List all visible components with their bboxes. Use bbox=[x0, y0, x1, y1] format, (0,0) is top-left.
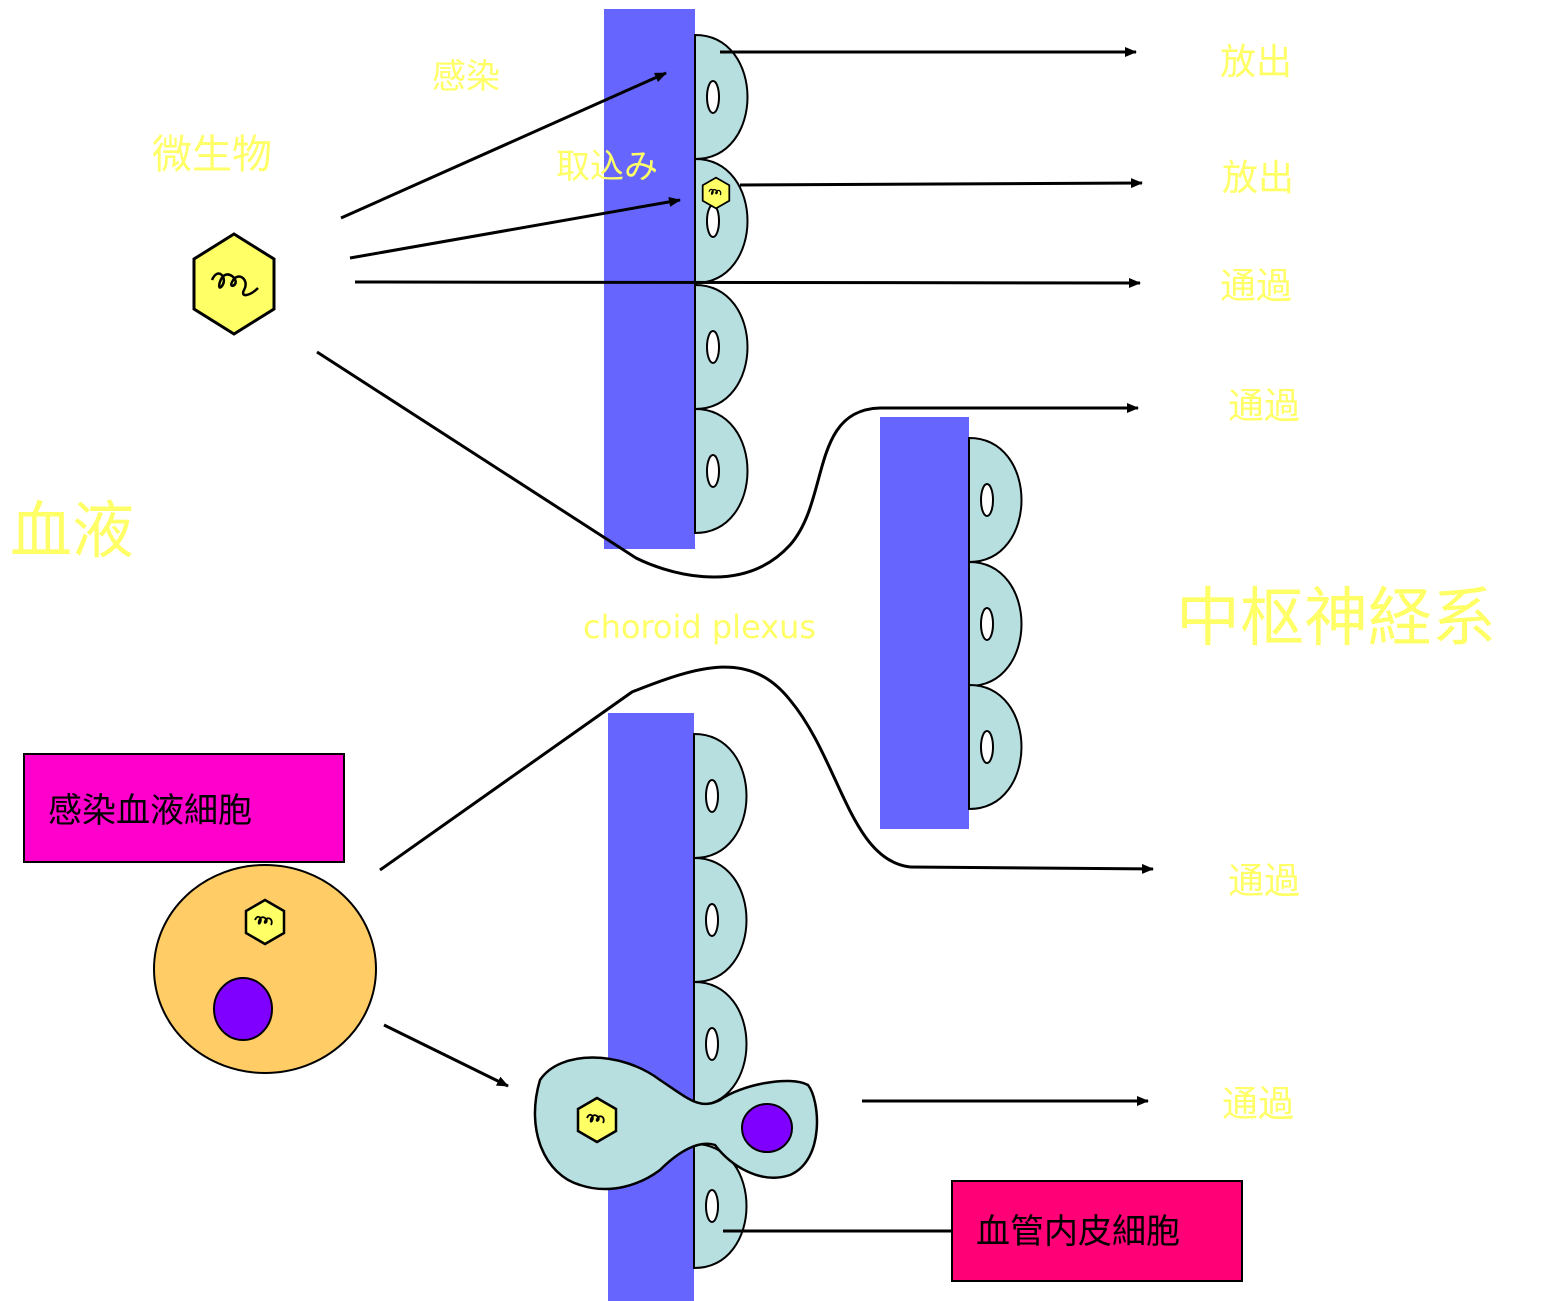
barrier-lower bbox=[608, 713, 694, 1301]
nucleus-blood-cell bbox=[213, 977, 273, 1041]
endothelial-cell bbox=[694, 284, 749, 410]
infection-arrow bbox=[340, 71, 667, 220]
nucleus-migrating bbox=[741, 1103, 793, 1153]
endothelial-cell bbox=[968, 684, 1023, 810]
choroid-plexus-label: choroid plexus bbox=[583, 608, 816, 646]
endothelial-cell-label: 血管内皮細胞 bbox=[976, 1212, 1180, 1252]
blood-label: 血液 bbox=[10, 494, 134, 567]
endothelial-cell bbox=[968, 437, 1023, 563]
endothelial-cell bbox=[694, 34, 749, 160]
passage-arrow-3 bbox=[909, 863, 1154, 874]
uptaken-microbe-icon bbox=[701, 176, 731, 210]
endothelial-cell bbox=[694, 408, 749, 534]
uptake-label: 取込み bbox=[556, 147, 658, 187]
microbe-in-cell-icon bbox=[576, 1096, 618, 1144]
infected-blood-cell-box bbox=[23, 753, 345, 863]
endothelial-cell bbox=[693, 981, 748, 1107]
microbe-icon bbox=[192, 232, 276, 336]
endothelial-cell bbox=[694, 158, 749, 284]
microbe-label: 微生物 bbox=[152, 132, 272, 178]
microbe-in-blood-cell-icon bbox=[244, 898, 286, 946]
passage-arrow-1 bbox=[354, 277, 1141, 288]
release-label-1: 放出 bbox=[1220, 42, 1292, 83]
infection-label: 感染 bbox=[432, 57, 500, 97]
choroid-path-upper bbox=[316, 350, 915, 579]
release-label-2: 放出 bbox=[1222, 158, 1294, 199]
migration-arrow bbox=[383, 1023, 509, 1088]
release-arrow-2 bbox=[739, 178, 1143, 189]
endothelial-cell bbox=[693, 733, 748, 859]
passage-label-3: 通過 bbox=[1228, 861, 1300, 902]
barrier-choroid bbox=[880, 417, 969, 829]
choroid-path-lower bbox=[379, 665, 911, 872]
cns-label: 中枢神経系 bbox=[1176, 582, 1496, 656]
endothelial-cell bbox=[968, 561, 1023, 687]
uptake-arrow bbox=[349, 196, 681, 260]
endothelial-cell-box bbox=[951, 1180, 1243, 1282]
transmigrating-cell bbox=[533, 1056, 819, 1191]
infected-blood-cell-label: 感染血液細胞 bbox=[48, 791, 252, 831]
passage-label-1: 通過 bbox=[1220, 266, 1292, 307]
barrier-upper bbox=[604, 9, 695, 549]
passage-label-4: 通過 bbox=[1222, 1084, 1294, 1125]
passage-label-2: 通過 bbox=[1228, 386, 1300, 427]
infected-blood-cell bbox=[153, 864, 377, 1074]
endothelial-cell bbox=[693, 857, 748, 983]
